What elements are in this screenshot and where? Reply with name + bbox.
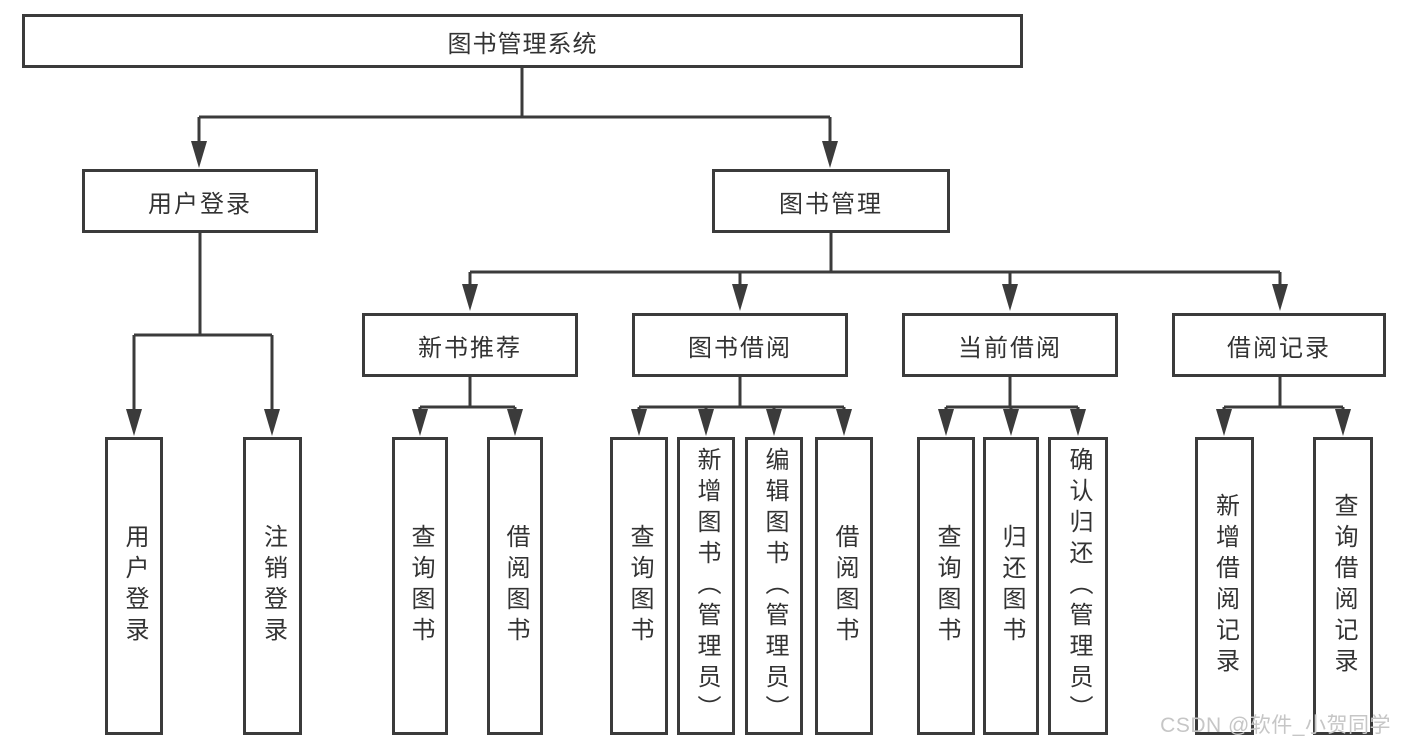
leaf-add-book-admin: 新增图书（管理员） [677,437,735,735]
leaf-query-books-recommend: 查询图书 [392,437,448,735]
leaf-query-borrow-record: 查询借阅记录 [1313,437,1373,735]
leaf-label: 查询借阅记录 [1330,493,1357,679]
leaf-label: 借阅图书 [831,524,858,648]
leaf-label: 查询图书 [626,524,653,648]
leaf-label: 注销登录 [259,524,287,648]
leaf-label: 新增图书（管理员） [693,446,720,726]
leaf-label: 归还图书 [998,524,1025,648]
node-label: 图书管理系统 [447,30,598,58]
node-label: 图书管理 [779,190,883,218]
node-book-borrowing: 图书借阅 [632,313,848,377]
node-current-borrowing: 当前借阅 [902,313,1118,377]
leaf-add-borrow-record: 新增借阅记录 [1195,437,1254,735]
leaf-borrow-books-recommend: 借阅图书 [487,437,543,735]
leaf-query-books-borrow: 查询图书 [610,437,668,735]
leaf-query-books-current: 查询图书 [917,437,975,735]
leaf-edit-book-admin: 编辑图书（管理员） [745,437,803,735]
leaf-borrow-books: 借阅图书 [815,437,873,735]
leaf-label: 确认归还（管理员） [1065,446,1092,726]
leaf-user-login: 用户登录 [105,437,163,735]
node-label: 图书借阅 [688,334,792,362]
node-user-login: 用户登录 [82,169,318,233]
node-label: 用户登录 [148,190,252,218]
leaf-label: 借阅图书 [502,524,529,648]
node-label: 借阅记录 [1227,334,1331,362]
csdn-watermark: CSDN @软件_小贺同学 [1160,714,1391,737]
node-new-book-recommendation: 新书推荐 [362,313,578,377]
leaf-confirm-return-admin: 确认归还（管理员） [1048,437,1108,735]
leaf-label: 查询图书 [407,524,434,648]
leaf-return-book: 归还图书 [983,437,1039,735]
leaf-label: 用户登录 [121,524,148,648]
node-borrowing-records: 借阅记录 [1172,313,1386,377]
arrowheads [126,141,1351,436]
leaf-label: 新增借阅记录 [1211,493,1239,679]
node-book-management: 图书管理 [712,169,950,233]
node-label: 新书推荐 [418,334,522,362]
leaf-label: 查询图书 [933,524,960,648]
leaf-logout: 注销登录 [243,437,302,735]
node-label: 当前借阅 [958,334,1062,362]
node-library-management-system: 图书管理系统 [22,14,1023,68]
leaf-label: 编辑图书（管理员） [761,446,788,726]
